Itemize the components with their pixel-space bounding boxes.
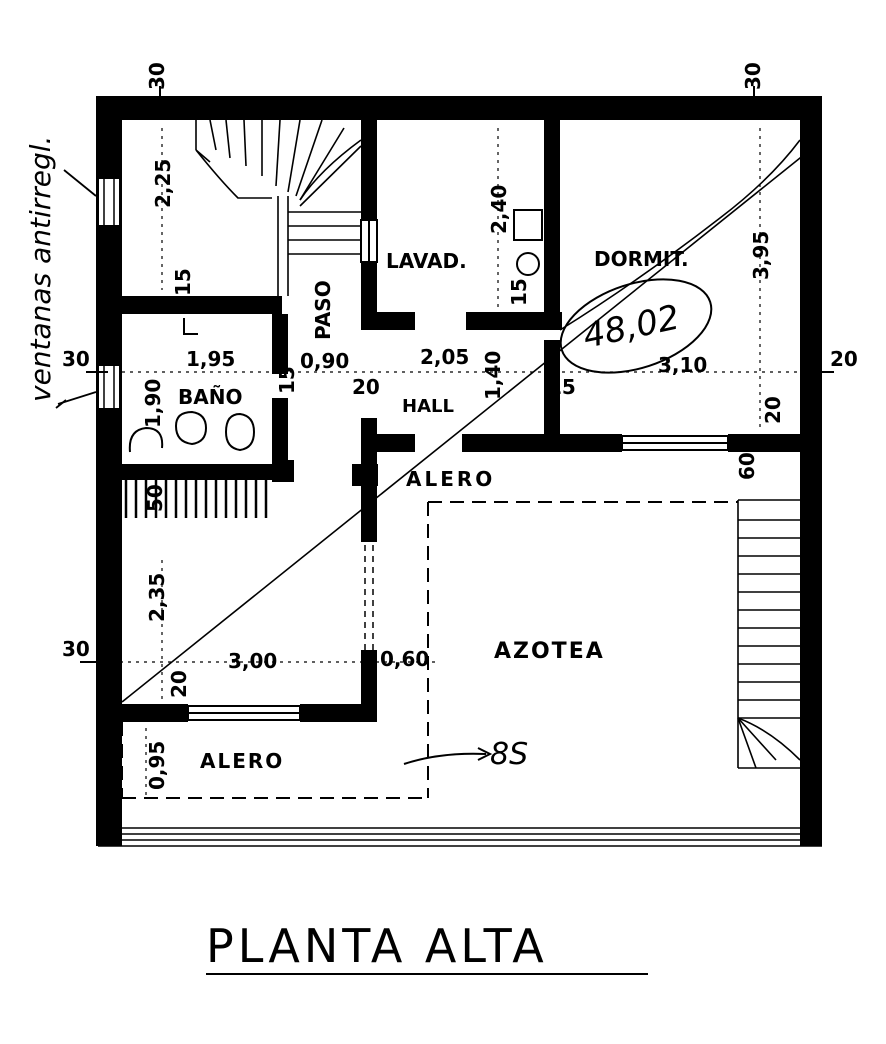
dim-50: 50 bbox=[143, 484, 167, 512]
dim-top-right-30: 30 bbox=[741, 62, 765, 90]
dim-0-90: 0,90 bbox=[300, 349, 349, 373]
dim-15-lav: 15 bbox=[507, 278, 531, 306]
area-circle bbox=[559, 278, 713, 374]
wall-top bbox=[96, 96, 822, 120]
room-dormit: DORMIT. bbox=[594, 247, 689, 271]
dim-left-30-b: 30 bbox=[62, 637, 90, 661]
dim-1-95: 1,95 bbox=[186, 347, 235, 371]
room-lavad: LAVAD. bbox=[386, 249, 467, 273]
stair-small bbox=[124, 480, 268, 518]
plan-title: PLANTA ALTA bbox=[206, 919, 548, 973]
dim-0-60: 0,60 bbox=[380, 647, 429, 671]
area-annotation: 48,02 bbox=[580, 297, 684, 356]
dim-3-00: 3,00 bbox=[228, 649, 277, 673]
azotea-outline bbox=[121, 501, 738, 799]
dim-20-dorm: 20 bbox=[761, 396, 785, 424]
bath-fixtures bbox=[128, 318, 256, 453]
dim-3-10: 3,10 bbox=[658, 353, 707, 377]
es-arrow bbox=[403, 752, 487, 765]
room-azotea: AZOTEA bbox=[494, 639, 605, 664]
dim-2-40: 2,40 bbox=[487, 185, 511, 234]
dim-1-90: 1,90 bbox=[141, 379, 165, 428]
dim-left-30: 30 bbox=[62, 347, 90, 371]
window-note-arrows bbox=[55, 169, 97, 409]
es-annotation: 8S bbox=[490, 737, 528, 772]
section-line-upper bbox=[559, 139, 801, 331]
windows bbox=[187, 219, 729, 721]
stairs-top bbox=[195, 119, 362, 296]
dim-60: 60 bbox=[735, 452, 759, 480]
stairs-right bbox=[737, 499, 801, 769]
dim-15-b: 15 bbox=[548, 375, 576, 399]
dim-0-95: 0,95 bbox=[145, 741, 169, 790]
left-windows bbox=[97, 177, 121, 410]
bottom-rail bbox=[98, 827, 822, 847]
dim-15-bano: 15 bbox=[171, 268, 195, 296]
dim-15-a: 15 bbox=[275, 366, 299, 394]
dim-1-40: 1,40 bbox=[481, 351, 505, 400]
door-lines bbox=[364, 545, 374, 650]
dimension-ticks bbox=[80, 86, 834, 663]
room-alero-bottom: ALERO bbox=[200, 749, 284, 773]
laundry-fixtures bbox=[513, 209, 543, 276]
windows-note: ventanas antirregl. bbox=[24, 136, 57, 402]
room-paso: PASO bbox=[311, 280, 335, 340]
interior-walls bbox=[122, 120, 800, 722]
dim-2-35: 2,35 bbox=[145, 573, 169, 622]
dim-2-05: 2,05 bbox=[420, 345, 469, 369]
wall-right bbox=[800, 96, 822, 846]
room-hall: HALL bbox=[402, 396, 454, 417]
dim-3-95: 3,95 bbox=[749, 231, 773, 280]
room-bano: BAÑO bbox=[178, 385, 242, 409]
dim-top-left-30: 30 bbox=[145, 62, 169, 90]
room-alero-top: ALERO bbox=[406, 467, 495, 491]
dim-right-20: 20 bbox=[830, 347, 858, 371]
dim-2-25: 2,25 bbox=[151, 159, 175, 208]
dim-20-b: 20 bbox=[167, 670, 191, 698]
dim-20-a: 20 bbox=[352, 375, 380, 399]
dimension-lines bbox=[88, 128, 800, 798]
section-line bbox=[121, 149, 811, 703]
